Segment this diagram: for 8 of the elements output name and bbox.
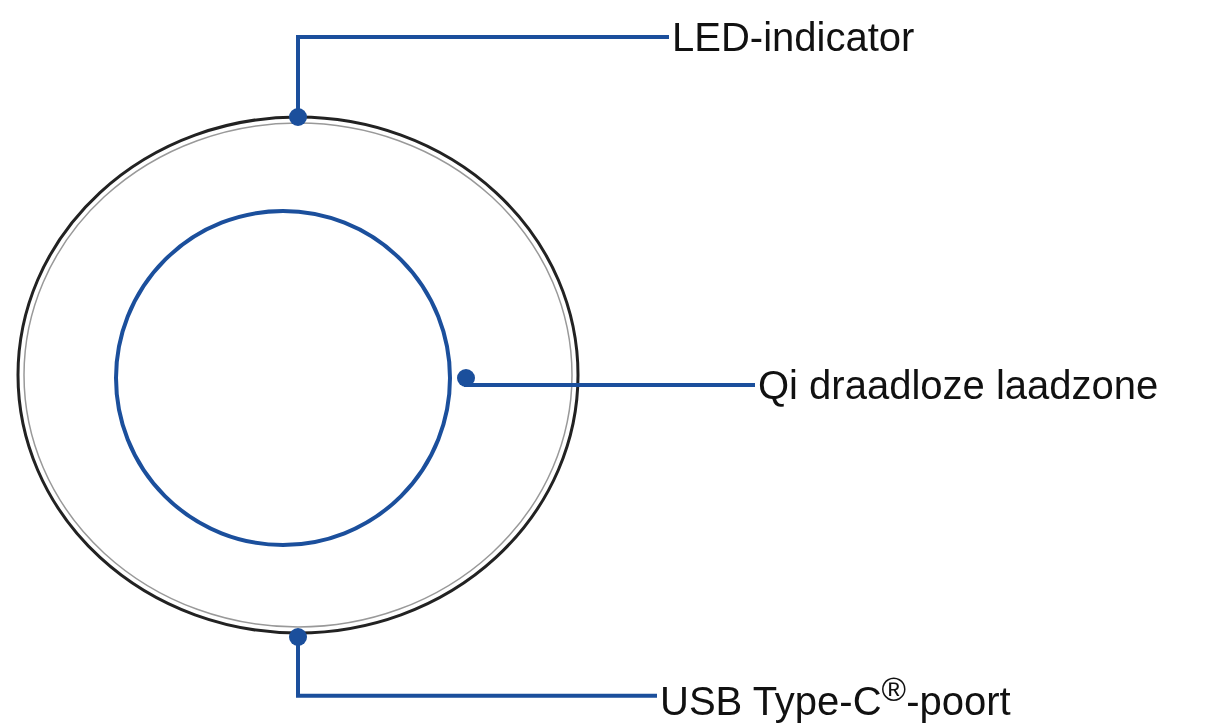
leader-line [289,35,669,126]
callout-label: LED-indicator [672,13,915,61]
charging-zone-ring [114,209,452,547]
callout-label: Qi draadloze laadzone [758,361,1159,409]
charger-disc [16,115,580,635]
callout-label: USB Type-C$^{®}$-poort [660,666,1011,726]
leader-line [289,628,657,698]
leader-line [457,369,755,387]
